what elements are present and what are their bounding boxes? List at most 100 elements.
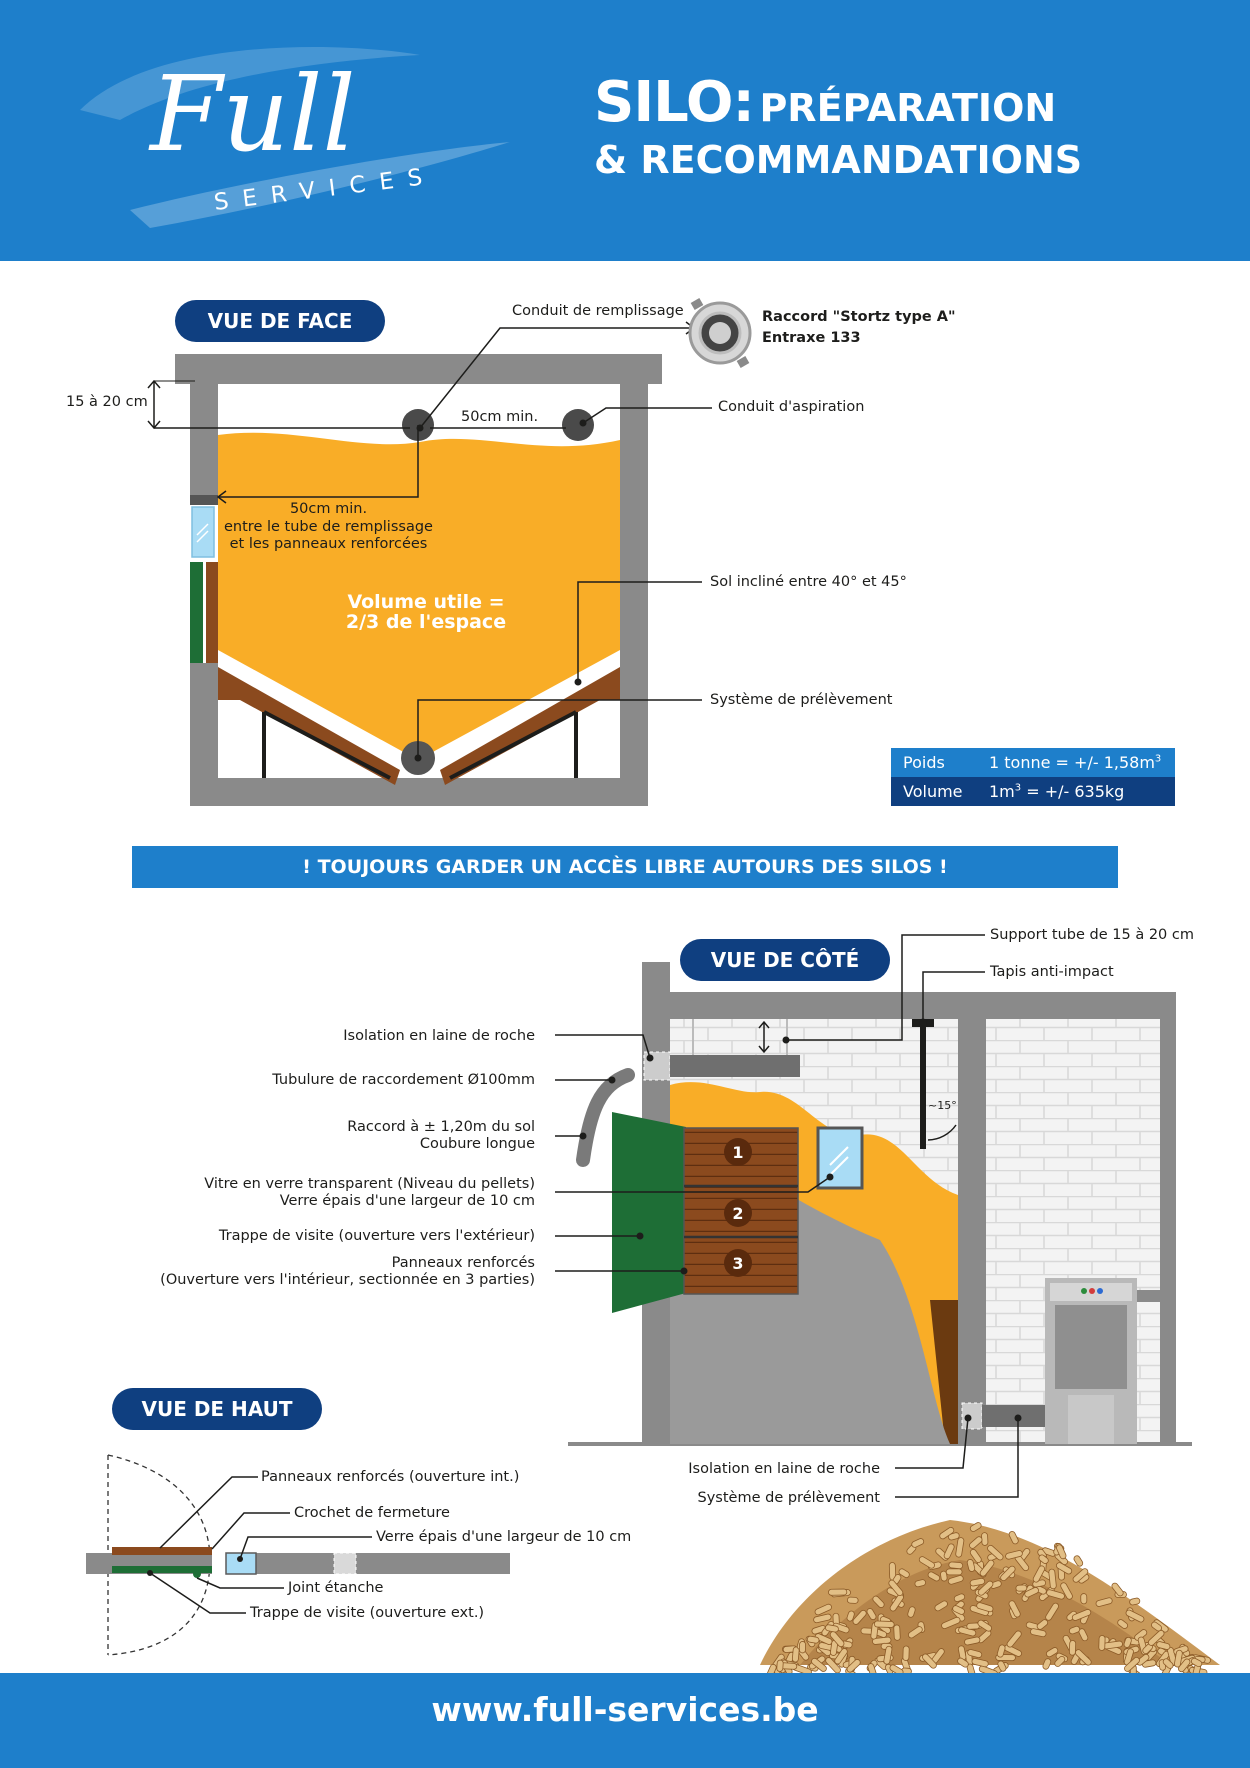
label-panels-1: Panneaux renforcés — [391, 1255, 535, 1271]
label-sampling-bottom: Système de prélèvement — [697, 1490, 880, 1506]
hatch-front — [190, 562, 203, 663]
label-volume-2: 2/3 de l'espace — [345, 611, 507, 633]
pellet-granule — [1056, 1544, 1067, 1560]
pellet-granule — [829, 1631, 845, 1648]
pellet-granule — [969, 1577, 986, 1587]
pellet-granule — [1030, 1628, 1047, 1638]
pellet-granule — [1048, 1568, 1057, 1590]
pellet-granule — [1068, 1640, 1077, 1656]
access-warning-banner: ! TOUJOURS GARDER UN ACCÈS LIBRE AUTOURS… — [132, 846, 1118, 888]
pellet-granule — [971, 1657, 989, 1668]
pellet-granule — [934, 1600, 948, 1612]
pellet-granule — [1046, 1589, 1065, 1600]
pellet-granule — [1129, 1597, 1141, 1606]
pellet-granule — [806, 1635, 820, 1644]
pellet-granule — [1038, 1554, 1049, 1564]
sampling-pipe — [982, 1405, 1045, 1427]
pellet-granule — [846, 1610, 855, 1622]
pellet-granule — [1008, 1531, 1019, 1545]
pellet-granule — [1080, 1593, 1088, 1605]
pellet-granule — [941, 1616, 961, 1630]
pellet-granule — [1054, 1656, 1066, 1667]
pellet-granule — [1098, 1635, 1106, 1651]
header-band — [0, 0, 1250, 261]
pellet-granule — [1074, 1649, 1092, 1666]
pellet-granule — [1190, 1657, 1203, 1668]
leader-aspiration — [582, 407, 712, 424]
pellet-granule — [1117, 1619, 1129, 1629]
pellet-granule — [952, 1605, 965, 1615]
heading-front-view: VUE DE FACE — [175, 300, 385, 342]
pellet-granule — [1151, 1621, 1162, 1632]
table-value-weight: 1 tonne = +/- 1,58m3 — [989, 753, 1162, 772]
pellet-granule — [918, 1556, 935, 1569]
pellet-granule — [911, 1538, 925, 1548]
label-top-hook: Crochet de fermeture — [294, 1505, 450, 1521]
pellet-granule — [1178, 1658, 1191, 1673]
pellet-granule — [799, 1641, 806, 1654]
label-aspiration: Conduit d'aspiration — [718, 399, 865, 415]
pellet-granule — [914, 1579, 926, 1588]
table-key-weight: Poids — [903, 753, 945, 772]
footer-band — [0, 1673, 1250, 1768]
label-connection-2: Coubure longue — [419, 1136, 535, 1152]
pellet-granule — [969, 1536, 983, 1549]
label-coupling: Raccord "Stortz type A" — [762, 309, 956, 325]
panel-spacing-line — [218, 425, 419, 498]
label-glass-1: Vitre en verre transparent (Niveau du pe… — [204, 1176, 535, 1192]
glass-plan — [225, 1552, 257, 1575]
pellet-granule — [969, 1522, 982, 1532]
pellet-granule — [811, 1657, 827, 1672]
pellet-granule — [1111, 1582, 1124, 1597]
hatch-plan — [112, 1566, 212, 1573]
table-key-volume: Volume — [903, 782, 963, 801]
side-view-diagram: 1 2 3 — [555, 934, 1192, 1498]
panel-number-3: 3 — [732, 1254, 743, 1273]
pellet-granule — [1095, 1597, 1113, 1607]
pellet-granule — [1042, 1658, 1052, 1670]
panel-marker-3 — [724, 1249, 752, 1277]
pellet-granule — [1174, 1649, 1183, 1668]
page-title-line1: SILO: PRÉPARATION — [594, 70, 1056, 135]
silo-roof — [175, 354, 662, 384]
panel-number-2: 2 — [732, 1204, 743, 1223]
pellet-granule — [967, 1649, 983, 1659]
label-glass-2: Verre épais d'une largeur de 10 cm — [279, 1193, 535, 1209]
pellet-granule — [979, 1559, 995, 1577]
label-panel-spacing-3: et les panneaux renforcées — [229, 536, 428, 552]
pellet-granule — [1124, 1656, 1140, 1672]
front-view-diagram — [147, 298, 752, 806]
logo-wordmark: Full — [148, 53, 356, 175]
pellet-granule — [776, 1659, 784, 1672]
label-top-glass: Verre épais d'une largeur de 10 cm — [376, 1529, 632, 1545]
anti-impact-mat — [920, 1019, 926, 1149]
title-silo: SILO — [594, 70, 733, 135]
label-floor: Sol incliné entre 40° et 45° — [710, 574, 907, 590]
top-view-diagram — [86, 1454, 510, 1656]
pellet-granule — [939, 1526, 955, 1540]
pellet-granule — [1078, 1628, 1089, 1642]
hatch-side — [612, 1112, 686, 1313]
label-panel-spacing-2: entre le tube de remplissage — [224, 519, 433, 535]
pellet-granule — [953, 1593, 966, 1603]
pellet-granule — [1015, 1584, 1028, 1592]
door-swing-arc — [107, 1454, 211, 1656]
pellet-granule — [947, 1532, 960, 1541]
side-inner-wall — [958, 1019, 986, 1444]
pellet-granule — [1125, 1609, 1145, 1623]
footer-url-link[interactable]: www.full-services.be — [431, 1690, 819, 1729]
pellet-granule — [888, 1579, 904, 1597]
pellet-granule — [852, 1609, 867, 1625]
pellet-granule — [1024, 1587, 1039, 1598]
pellet-granule — [883, 1645, 893, 1665]
pellet-granule — [825, 1624, 839, 1633]
wood-pellets-image — [760, 1520, 1220, 1683]
side-right-wall — [1160, 1019, 1176, 1444]
pellet-granule — [977, 1580, 994, 1596]
glass-shine-front — [196, 523, 209, 543]
pellet-granule — [834, 1648, 848, 1665]
pellet-granule — [898, 1568, 910, 1578]
label-top-seal: Joint étanche — [288, 1580, 384, 1596]
pellet-granule — [996, 1644, 1006, 1658]
fill-tube-side — [670, 1055, 800, 1077]
